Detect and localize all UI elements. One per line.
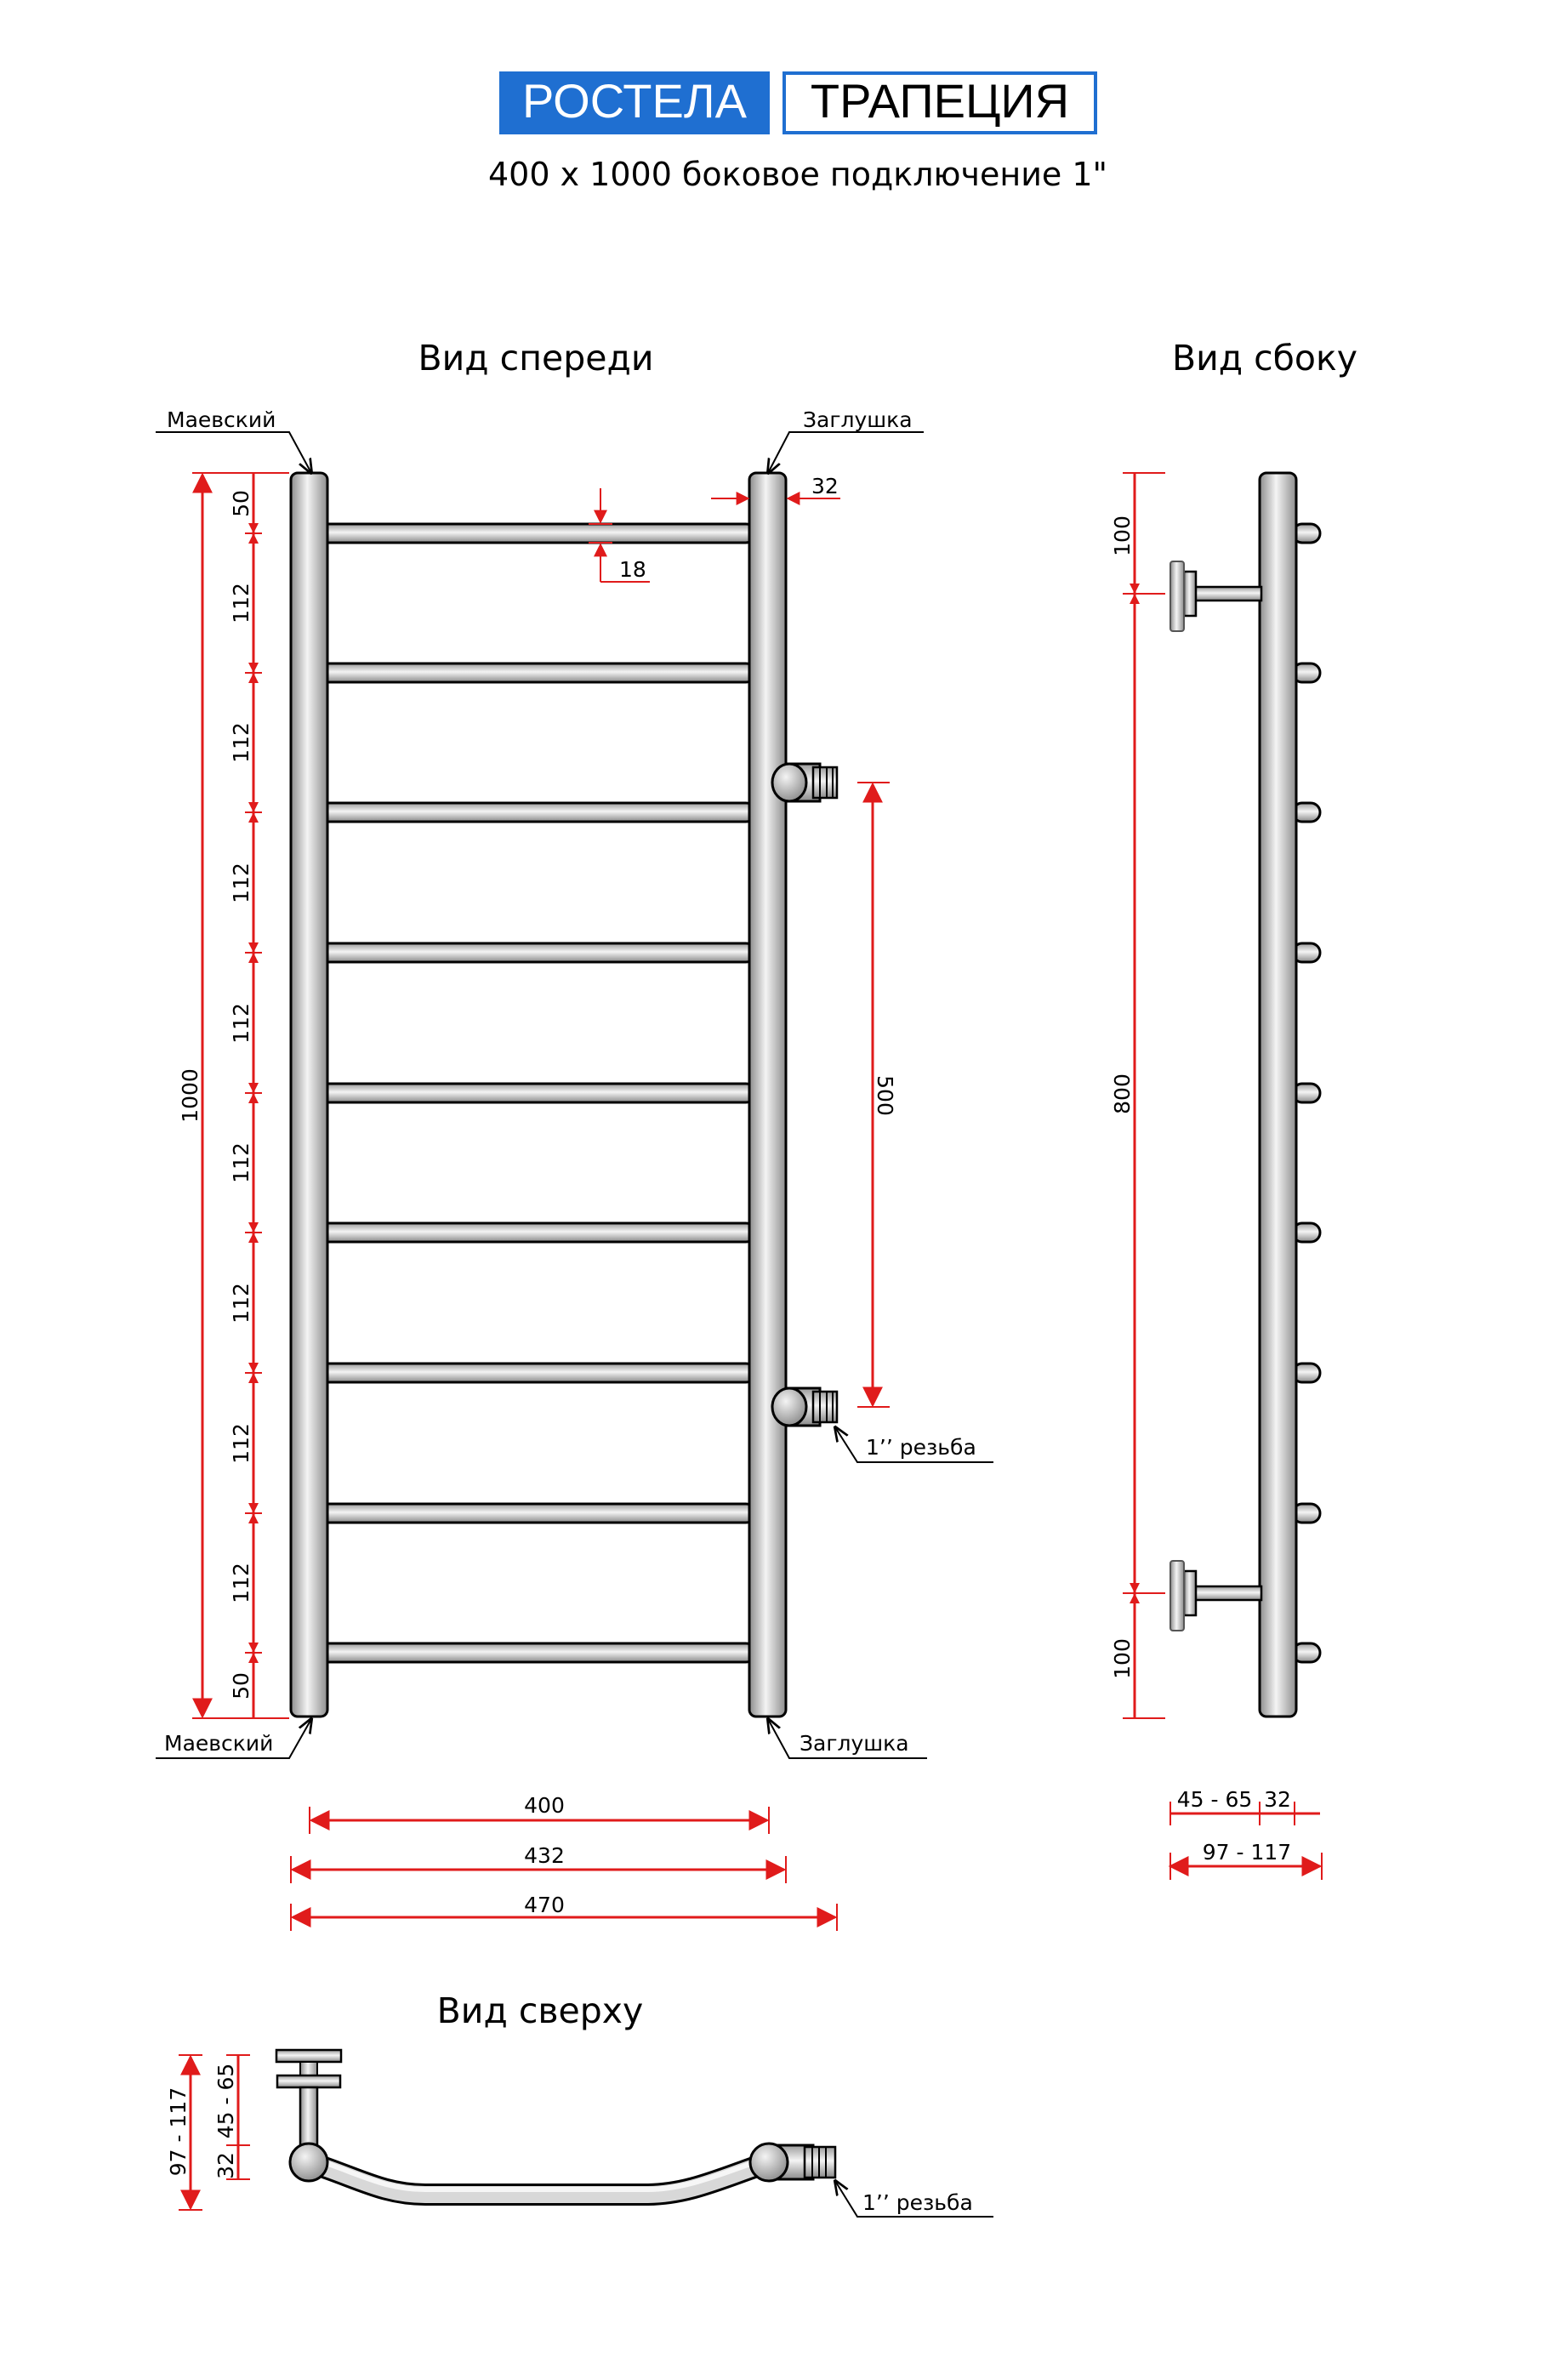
- dim-side-depth: 97 - 117: [1168, 1840, 1323, 1880]
- svg-text:112: 112: [229, 1003, 253, 1044]
- rungs: [316, 522, 757, 1664]
- svg-text:Маевский: Маевский: [167, 407, 276, 432]
- callout-thread-front: 1’’ резьба: [835, 1427, 993, 1463]
- side-upright: [1258, 471, 1298, 1718]
- dim-width-axis: 400: [309, 1793, 770, 1834]
- callout-thread-top: 1’’ резьба: [835, 2181, 993, 2218]
- right-upright: [748, 471, 788, 1718]
- svg-text:32: 32: [811, 474, 839, 498]
- dim-side-vertical: 100 800 100: [1110, 472, 1165, 1719]
- model-badge: [782, 71, 1097, 134]
- svg-text:1’’ резьба: 1’’ резьба: [862, 2190, 973, 2215]
- brand-badge: [499, 71, 770, 134]
- top-flange: [275, 2048, 343, 2064]
- svg-text:400: 400: [524, 1793, 565, 1818]
- subtitle: 400 x 1000 боковое подключение 1": [488, 156, 1107, 193]
- rung: [316, 1082, 757, 1104]
- dim-top-offset: 32 45 - 65: [213, 2054, 250, 2180]
- rung: [316, 1642, 757, 1664]
- front-view: Маевский Заглушка Маевский Заглушка 1’’ …: [156, 407, 993, 1931]
- svg-text:Заглушка: Заглушка: [803, 407, 913, 432]
- dim-rung-diameter: 18: [589, 488, 650, 583]
- callout-plug-bottom: Заглушка: [768, 1719, 927, 1759]
- svg-text:800: 800: [1110, 1073, 1135, 1114]
- rung: [316, 662, 757, 684]
- side-view-title: Вид сбоку: [1172, 338, 1357, 379]
- svg-text:100: 100: [1110, 515, 1135, 556]
- svg-text:112: 112: [229, 863, 253, 903]
- connection-lower: [771, 1386, 839, 1427]
- svg-text:432: 432: [524, 1843, 565, 1868]
- svg-text:50: 50: [229, 1672, 253, 1700]
- top-left-upright: [288, 2142, 329, 2183]
- rung: [316, 522, 757, 544]
- svg-text:112: 112: [229, 1423, 253, 1464]
- svg-text:112: 112: [229, 722, 253, 763]
- callout-mayevsky-bottom: Маевский: [156, 1719, 311, 1759]
- top-bracket-rod: [299, 2086, 319, 2150]
- rung: [316, 942, 757, 964]
- svg-text:100: 100: [1110, 1638, 1135, 1679]
- top-view: 1’’ резьба 97 - 117 32 45 - 65: [166, 2048, 993, 2218]
- svg-text:50: 50: [229, 490, 253, 517]
- rung: [316, 1362, 757, 1384]
- wall-bracket-bottom: [1169, 1560, 1263, 1631]
- svg-text:32: 32: [213, 2152, 238, 2179]
- svg-text:18: 18: [619, 557, 646, 582]
- dim-total-height: 1000: [178, 472, 289, 1719]
- svg-text:1’’ резьба: 1’’ резьба: [866, 1435, 976, 1460]
- left-upright: [289, 471, 329, 1718]
- dim-top-depth: 97 - 117: [166, 2054, 202, 2211]
- wall-bracket-top: [1169, 561, 1263, 632]
- dim-connection-spacing: 500: [857, 782, 897, 1408]
- dim-width-outer: 432: [290, 1843, 787, 1883]
- svg-text:112: 112: [229, 1283, 253, 1324]
- model-name: ТРАПЕЦИЯ: [811, 74, 1069, 128]
- rung: [316, 1221, 757, 1244]
- svg-text:45 - 65: 45 - 65: [213, 2064, 238, 2139]
- svg-text:112: 112: [229, 583, 253, 623]
- svg-text:Заглушка: Заглушка: [800, 1731, 909, 1756]
- brand-name: РОСТЕЛА: [522, 74, 748, 128]
- front-view-title: Вид спереди: [418, 338, 654, 379]
- callout-mayevsky-top: Маевский: [156, 407, 311, 473]
- dim-width-total: 470: [290, 1893, 838, 1931]
- svg-text:112: 112: [229, 1142, 253, 1183]
- svg-text:500: 500: [873, 1075, 897, 1116]
- header: РОСТЕЛА ТРАПЕЦИЯ 400 x 1000 боковое подк…: [488, 71, 1107, 193]
- rung: [316, 801, 757, 823]
- svg-text:97 - 117: 97 - 117: [1203, 1840, 1291, 1865]
- svg-text:Маевский: Маевский: [164, 1731, 273, 1756]
- dim-pipe-diameter: 32: [711, 474, 840, 505]
- top-view-title: Вид сверху: [437, 1990, 644, 2031]
- top-connection: [748, 2142, 837, 2183]
- dim-side-offset: 45 - 65 32: [1169, 1787, 1320, 1825]
- svg-text:1000: 1000: [178, 1068, 202, 1123]
- dim-rung-chain: 50 112 112 112 112 112 112 112 112 50: [229, 472, 262, 1719]
- svg-text:97 - 117: 97 - 117: [166, 2087, 191, 2176]
- side-view: 100 800 100 45 - 65 32 97 - 117: [1110, 471, 1323, 1880]
- callout-plug-top: Заглушка: [768, 407, 924, 473]
- svg-text:470: 470: [524, 1893, 565, 1917]
- connection-upper: [771, 762, 839, 803]
- rung: [316, 1502, 757, 1524]
- svg-text:32: 32: [1264, 1787, 1291, 1812]
- svg-text:112: 112: [229, 1563, 253, 1603]
- svg-text:45 - 65: 45 - 65: [1177, 1787, 1253, 1812]
